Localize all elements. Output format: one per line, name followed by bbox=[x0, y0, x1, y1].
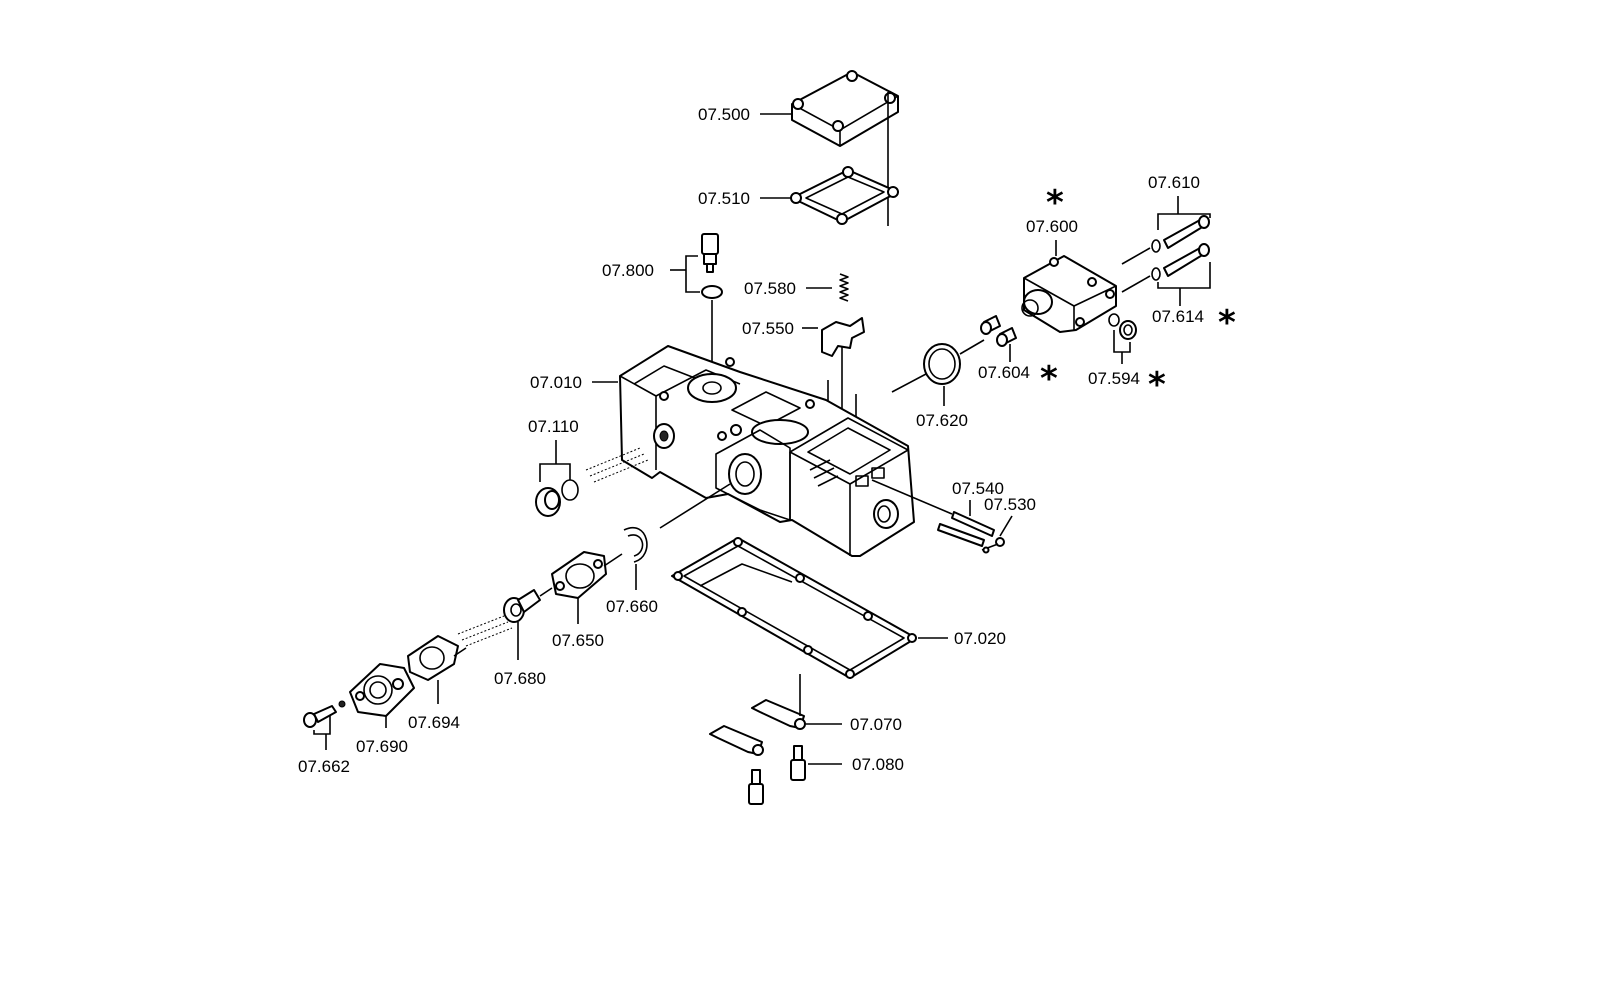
part-07510-gasket[interactable] bbox=[790, 166, 899, 225]
part-07800-sensor[interactable] bbox=[701, 233, 723, 299]
part-07604-pins[interactable] bbox=[980, 315, 1017, 347]
part-07580-spring[interactable] bbox=[839, 273, 849, 302]
label-07614: 07.614 bbox=[1152, 307, 1204, 326]
label-07010: 07.010 bbox=[530, 373, 582, 392]
label-07594: 07.594 bbox=[1088, 369, 1140, 388]
part-07610-bolt[interactable] bbox=[1151, 215, 1210, 253]
label-07610: 07.610 bbox=[1148, 173, 1200, 192]
part-07594-nut[interactable] bbox=[1108, 313, 1137, 340]
part-07690-cover[interactable] bbox=[349, 663, 415, 717]
label-07070: 07.070 bbox=[850, 715, 902, 734]
part-07010-housing[interactable] bbox=[619, 345, 915, 557]
label-07650: 07.650 bbox=[552, 631, 604, 650]
part-07070-lock-plates[interactable] bbox=[709, 699, 806, 756]
label-07604: 07.604 bbox=[978, 363, 1030, 382]
part-07500-cover[interactable] bbox=[791, 70, 899, 147]
asterisk-07600: * bbox=[1046, 183, 1064, 223]
label-07690: 07.690 bbox=[356, 737, 408, 756]
label-07680: 07.680 bbox=[494, 669, 546, 688]
label-07510: 07.510 bbox=[698, 189, 750, 208]
part-07662-screw[interactable] bbox=[303, 700, 346, 728]
label-07550: 07.550 bbox=[742, 319, 794, 338]
part-07694-gasket[interactable] bbox=[407, 635, 459, 681]
label-07540: 07.540 bbox=[952, 479, 1004, 498]
part-07680-plug[interactable] bbox=[503, 589, 541, 623]
label-07580: 07.580 bbox=[744, 279, 796, 298]
part-07614-bolt[interactable] bbox=[1151, 243, 1210, 281]
label-07500: 07.500 bbox=[698, 105, 750, 124]
label-07660: 07.660 bbox=[606, 597, 658, 616]
label-07110: 07.110 bbox=[528, 417, 579, 436]
asterisk-07604: * bbox=[1040, 359, 1058, 399]
part-07540-pins[interactable] bbox=[937, 511, 995, 547]
asterisk-07614: * bbox=[1218, 303, 1236, 343]
part-07650-flange[interactable] bbox=[551, 551, 607, 599]
label-07530: 07.530 bbox=[984, 495, 1036, 514]
label-07662: 07.662 bbox=[298, 757, 350, 776]
part-07530-ring[interactable] bbox=[981, 537, 1005, 554]
part-07620-oring[interactable] bbox=[923, 343, 961, 385]
part-07020-gasket[interactable] bbox=[671, 537, 917, 679]
part-07600-valve-block[interactable] bbox=[1021, 255, 1117, 333]
part-07110-plug[interactable] bbox=[535, 479, 579, 517]
part-07550-plate[interactable] bbox=[821, 317, 865, 357]
label-07800: 07.800 bbox=[602, 261, 654, 280]
label-07600: 07.600 bbox=[1026, 217, 1078, 236]
part-07660-ring[interactable] bbox=[623, 527, 648, 563]
part-07080-studs[interactable] bbox=[748, 745, 806, 805]
label-07620: 07.620 bbox=[916, 411, 968, 430]
label-07020: 07.020 bbox=[954, 629, 1006, 648]
label-07080: 07.080 bbox=[852, 755, 904, 774]
label-07694: 07.694 bbox=[408, 713, 460, 732]
asterisk-07594: * bbox=[1148, 365, 1166, 405]
